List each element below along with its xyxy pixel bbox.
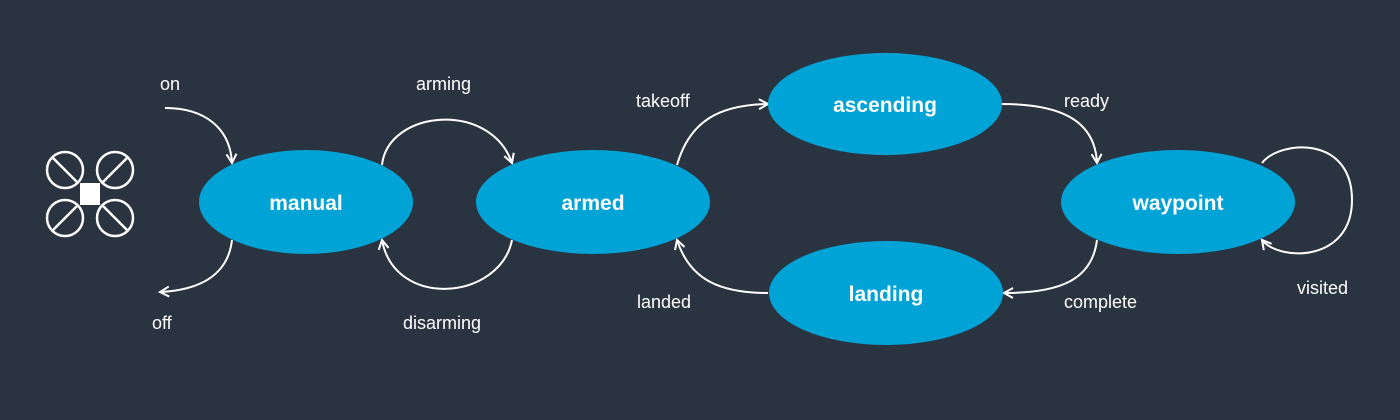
edge-off (160, 239, 233, 292)
state-ascending-label: ascending (833, 94, 937, 117)
edge-label-arming: arming (416, 74, 471, 94)
edge-visited (1262, 146, 1354, 255)
state-ascending: ascending (768, 53, 1002, 155)
edge-label-ready: ready (1064, 91, 1109, 111)
edge-disarming (382, 240, 513, 290)
state-manual: manual (199, 150, 413, 254)
edge-label-landed: landed (637, 292, 691, 312)
state-armed-label: armed (561, 192, 624, 215)
edge-label-complete: complete (1064, 292, 1137, 312)
edge-ready (1001, 103, 1097, 163)
edge-complete (1004, 239, 1098, 293)
state-manual-label: manual (269, 192, 343, 215)
state-landing-label: landing (849, 283, 924, 306)
edge-label-takeoff: takeoff (636, 91, 691, 111)
edge-label-on: on (160, 74, 180, 94)
edge-on (164, 107, 232, 163)
state-armed: armed (476, 150, 710, 254)
quadcopter-drone-icon (45, 150, 135, 238)
state-waypoint: waypoint (1061, 150, 1295, 254)
state-landing: landing (769, 241, 1003, 345)
edge-takeoff (676, 104, 768, 166)
edge-label-off: off (152, 313, 173, 333)
edge-label-visited: visited (1297, 278, 1348, 298)
edge-arming (381, 118, 512, 166)
edge-landed (677, 240, 769, 294)
state-waypoint-label: waypoint (1131, 192, 1223, 215)
edge-label-disarming: disarming (403, 313, 481, 333)
